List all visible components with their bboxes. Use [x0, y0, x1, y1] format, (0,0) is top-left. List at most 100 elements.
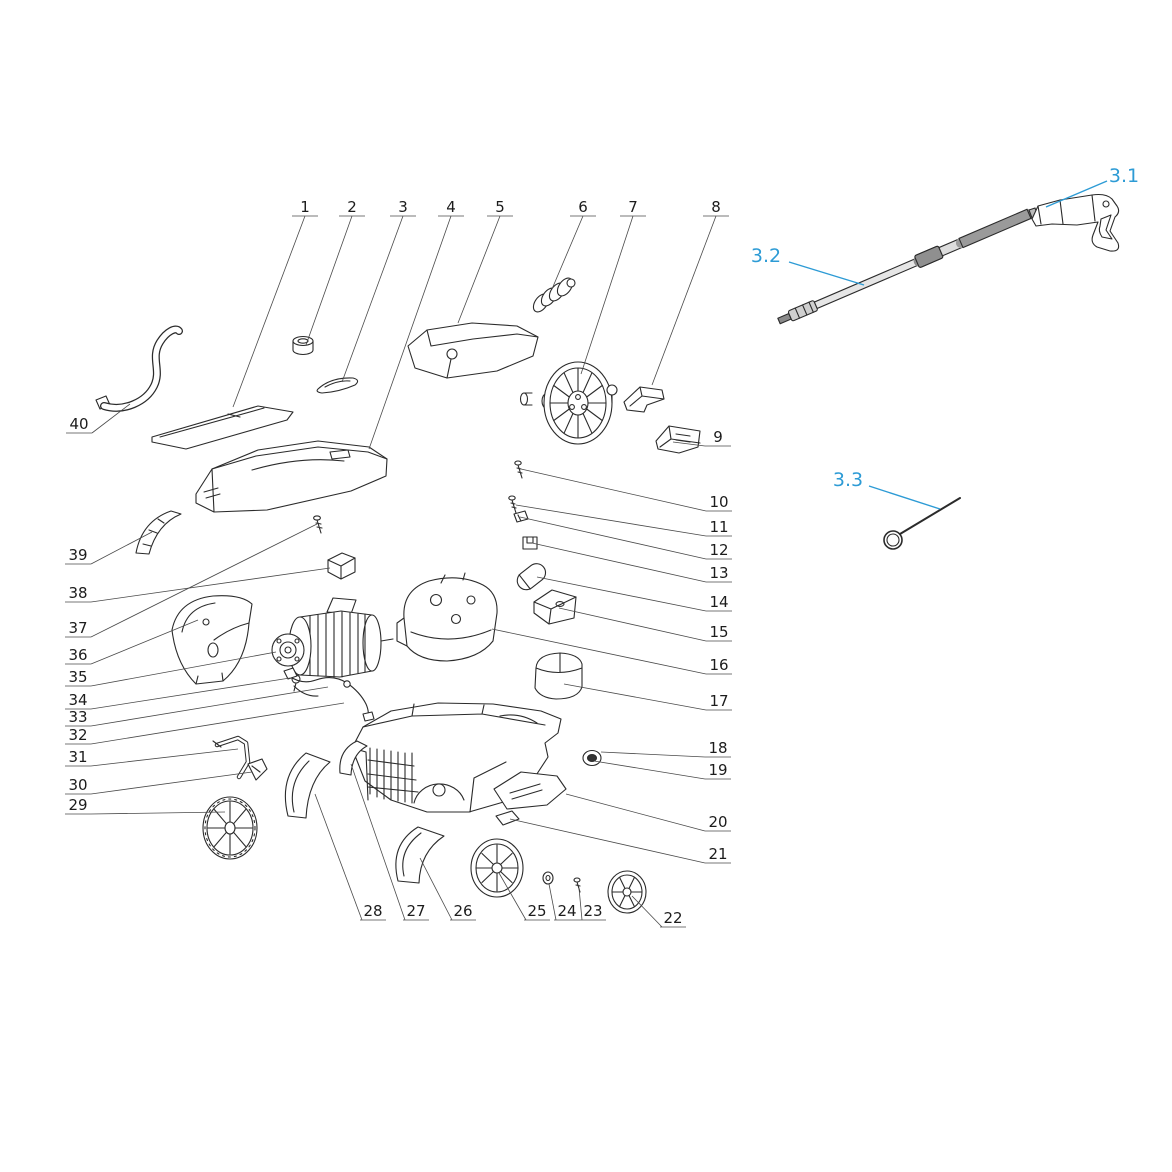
callout-number-25: 25 [527, 902, 546, 920]
part-container-box [533, 589, 577, 625]
callout-leader-30 [90, 771, 253, 795]
callout-leader-3 [341, 215, 404, 383]
callout-number-30: 30 [68, 776, 87, 794]
callout-number-20: 20 [708, 813, 727, 831]
callout-leader-8 [651, 215, 717, 386]
callout-leader-6 [551, 215, 584, 290]
part-wheel-center [470, 838, 524, 898]
part-bottom-cover [493, 771, 567, 810]
callout-leader-19 [593, 760, 706, 780]
callout-number-21: 21 [708, 845, 727, 863]
part-wheel-left [202, 796, 258, 860]
callout-leader-9 [672, 441, 706, 447]
part-cylinder [516, 563, 547, 591]
part-curved-strip [135, 510, 182, 555]
callout-leader-17 [563, 683, 707, 711]
callout-leader-23 [578, 887, 583, 921]
accessory-leader-3.2 [788, 261, 865, 286]
callout-number-14: 14 [709, 593, 728, 611]
callout-number-8: 8 [711, 198, 721, 216]
callout-number-39: 39 [68, 546, 87, 564]
part-pump-housing [396, 572, 498, 662]
part-hose-coil [532, 277, 576, 313]
callout-number-40: 40 [69, 415, 88, 433]
callout-number-23: 23 [583, 902, 602, 920]
callout-leader-34 [90, 677, 291, 710]
part-hose-reel [519, 361, 618, 445]
callout-leader-21 [509, 818, 706, 864]
callout-leader-4 [368, 215, 452, 450]
callout-leader-25 [498, 872, 527, 921]
callout-leader-2 [305, 215, 353, 346]
callout-leader-28 [314, 793, 363, 921]
callout-leader-36 [90, 619, 199, 665]
callout-number-38: 38 [68, 584, 87, 602]
callout-number-26: 26 [453, 902, 472, 920]
callout-number-19: 19 [708, 761, 727, 779]
callout-leader-35 [90, 651, 277, 687]
callout-number-9: 9 [713, 428, 723, 446]
callout-number-22: 22 [663, 909, 682, 927]
accessory-label-3.1: 3.1 [1109, 165, 1139, 187]
part-small-bracket [247, 758, 268, 781]
part-bracket-upper [623, 386, 665, 413]
accessory-leader-3.3 [868, 485, 941, 510]
part-upper-shell [407, 322, 539, 379]
callout-leader-32 [90, 702, 345, 745]
callout-number-15: 15 [709, 623, 728, 641]
callout-leader-16 [491, 628, 707, 675]
accessory-label-3.2: 3.2 [751, 245, 781, 267]
callout-number-32: 32 [68, 726, 87, 744]
part-support-rod [212, 735, 251, 780]
callout-number-6: 6 [578, 198, 588, 216]
callout-number-28: 28 [363, 902, 382, 920]
accessory-cleaning-needle [883, 497, 961, 550]
callout-leader-37 [90, 523, 318, 638]
callout-number-16: 16 [709, 656, 728, 674]
callout-leader-11 [515, 504, 707, 537]
callout-number-4: 4 [446, 198, 456, 216]
callout-leader-10 [520, 468, 707, 512]
callout-leader-1 [232, 215, 306, 408]
part-hose [95, 325, 183, 412]
callout-number-34: 34 [68, 691, 87, 709]
callout-leader-20 [565, 793, 706, 832]
callout-leader-33 [90, 686, 329, 727]
accessory-label-3.3: 3.3 [833, 469, 863, 491]
callout-number-7: 7 [628, 198, 638, 216]
callout-number-29: 29 [68, 796, 87, 814]
part-screws-clamps [508, 460, 538, 550]
part-fender-center [395, 826, 445, 884]
callout-number-31: 31 [68, 748, 87, 766]
callout-leader-29 [90, 811, 226, 815]
callout-number-1: 1 [300, 198, 310, 216]
part-fender-left [284, 752, 331, 819]
callout-number-35: 35 [68, 668, 87, 686]
part-grommet [582, 749, 602, 767]
callout-number-37: 37 [68, 619, 87, 637]
callout-number-27: 27 [406, 902, 425, 920]
part-small-box [327, 552, 356, 580]
callout-number-36: 36 [68, 646, 87, 664]
part-washer-screw [542, 871, 581, 893]
callout-number-24: 24 [557, 902, 576, 920]
part-screw-37 [313, 515, 323, 534]
accessory-spray-gun [1028, 193, 1120, 252]
callout-number-5: 5 [495, 198, 505, 216]
callout-leader-7 [580, 215, 634, 375]
callout-leader-40 [91, 403, 131, 434]
callout-number-17: 17 [709, 692, 728, 710]
callout-number-13: 13 [709, 564, 728, 582]
callout-leader-27 [350, 763, 406, 921]
callout-leader-12 [519, 516, 707, 560]
part-top-cover [195, 440, 388, 513]
accessory-lance [777, 208, 1035, 325]
part-motor-assembly [271, 597, 394, 692]
part-cap [292, 335, 314, 356]
callout-number-12: 12 [709, 541, 728, 559]
callout-leader-5 [457, 215, 501, 324]
callout-number-3: 3 [398, 198, 408, 216]
callout-number-33: 33 [68, 708, 87, 726]
